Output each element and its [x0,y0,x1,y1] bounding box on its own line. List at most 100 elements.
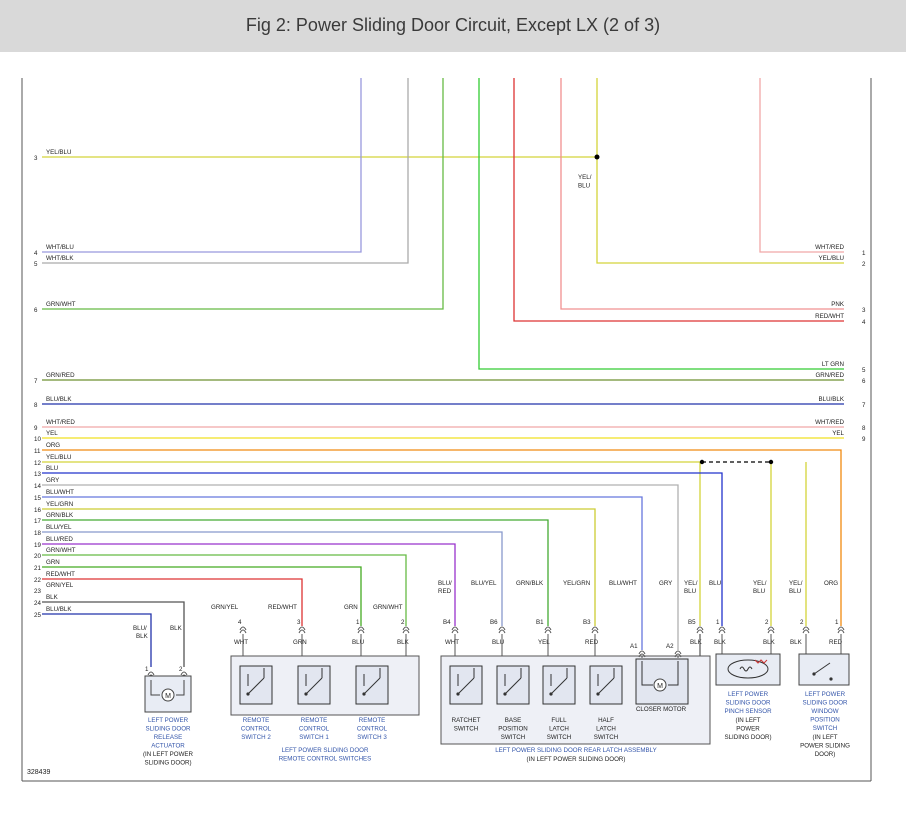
latch-switch-pivot [596,692,600,696]
actuator-motor-icon [161,688,175,702]
window-switch-location: DOOR) [815,751,836,758]
wire-blk-24 [42,601,185,667]
shield-dot [768,459,774,465]
window-switch-pin: 2 [800,619,804,626]
right-pin-number: 4 [862,319,866,326]
remote-connector-wire: WHT [234,639,248,646]
remote-connector-wire: GRN [293,639,307,646]
wire-yel-grn-16 [42,508,596,626]
remote-switch-blade [363,677,381,695]
window-switch-location: (IN LEFT [812,734,837,741]
remote-switch-label: CONTROL [241,726,272,733]
remote-switch [355,665,389,705]
actuator-location: (IN LEFT POWER [143,751,194,758]
latch-connector [591,629,599,634]
left-wire-label: BLU [46,465,58,472]
wire-label: BLU [709,580,721,587]
remote-switch-label: REMOTE [359,717,385,724]
remote-switch-label: SWITCH 1 [299,734,329,741]
window-switch-label: SLIDING DOOR [802,700,848,707]
window-switch-connector [802,626,810,631]
window-switch-connector [837,629,845,634]
latch-connector-wire: YEL [538,639,550,646]
wire-lt-grn-right-5 [478,78,844,370]
pinch-sensor-wire: BLK [714,639,727,646]
wire-wht-red-right-1 [759,78,844,253]
latch-assembly-location: (IN LEFT POWER SLIDING DOOR) [527,756,626,763]
latch-connector [544,626,552,631]
left-pin-number: 24 [34,600,41,607]
wire-grn-21 [42,566,362,626]
splice-label: YEL/ [578,174,592,181]
left-pin-number: 10 [34,436,41,443]
left-wire-label: BLU/YEL [46,524,72,531]
closer-motor-label: CLOSER MOTOR [636,706,687,713]
window-switch-box [798,653,850,686]
wire-pnk-right-3 [560,78,844,310]
latch-switch [542,665,576,705]
remote-connector [298,629,306,634]
latch-assembly-label: LEFT POWER SLIDING DOOR REAR LATCH ASSEM… [495,747,657,754]
left-wire-label: GRN/WHT [46,301,76,308]
actuator-lead [176,680,185,696]
wire-label: GRN/WHT [373,604,403,611]
left-wire-label: BLK [46,594,59,601]
window-switch-label: WINDOW [811,708,838,715]
latch-switch-pivot [503,692,507,696]
left-wire-label: BLU/WHT [46,489,74,496]
wire-blu-13 [42,472,723,626]
latch-connector [591,626,599,631]
figure-id: 328439 [27,769,50,776]
wire-label: BLU [684,588,696,595]
figure-title: Fig 2: Power Sliding Door Circuit, Excep… [245,15,661,35]
shield-dot [699,459,705,465]
left-wire-label: YEL/BLU [46,149,71,156]
remote-switch-label: SWITCH 2 [241,734,271,741]
pinch-sensor-label: PINCH SENSOR [724,708,772,715]
left-wire-label: GRN/RED [46,372,75,379]
actuator-lead [150,680,160,696]
wire-blu-blk-25 [42,613,152,667]
wire-label: BLU/WHT [609,580,637,587]
left-pin-number: 25 [34,612,41,619]
remote-connector-wire: BLK [397,639,410,646]
latch-switch-label: SWITCH [547,734,571,741]
wire-label: BLU [753,588,765,595]
latch-connector-pin: B5 [688,619,696,626]
left-pin-number: 21 [34,565,41,572]
remote-connector-pin: 1 [356,619,360,626]
right-wire-label: GRN/RED [815,372,844,379]
right-wire-label: RED/WHT [815,313,844,320]
left-pin-number: 18 [34,530,41,537]
left-wire-label: ORG [46,442,60,449]
latch-connector [451,629,459,634]
wires [42,78,844,701]
left-wire-label: YEL/BLU [46,454,71,461]
closer-motor-lead [668,661,679,686]
latch-connector [696,629,704,634]
actuator-connector [180,671,188,676]
window-switch-pin: 1 [835,619,839,626]
header-bar [0,0,906,52]
remote-switch-label: REMOTE [243,717,269,724]
remote-connector [357,629,365,634]
left-pin-number: 11 [34,448,41,455]
wire-grn-wht-20 [42,554,407,626]
pinch-sensor-wire: BLK [763,639,776,646]
remote-switch-pivot [304,692,308,696]
pinch-sensor-pin: 1 [716,619,720,626]
left-pin-number: 8 [34,402,38,409]
wire-label: BLU/ [133,625,147,632]
remote-connector-pin: 3 [297,619,301,626]
wire-label: BLU/YEL [471,580,497,587]
latch-switch-label: FULL [551,717,567,724]
actuator-label: ACTUATOR [151,743,185,750]
wire-label: YEL/ [684,580,698,587]
latch-switch [589,665,623,705]
remote-assembly-label: LEFT POWER SLIDING DOOR [282,747,369,754]
latch-switch [496,665,530,705]
left-pin-number: 12 [34,460,41,467]
left-wire-label: WHT/BLU [46,244,74,251]
remote-assembly-label: REMOTE CONTROL SWITCHES [279,756,372,763]
remote-switch-blade [305,677,323,695]
